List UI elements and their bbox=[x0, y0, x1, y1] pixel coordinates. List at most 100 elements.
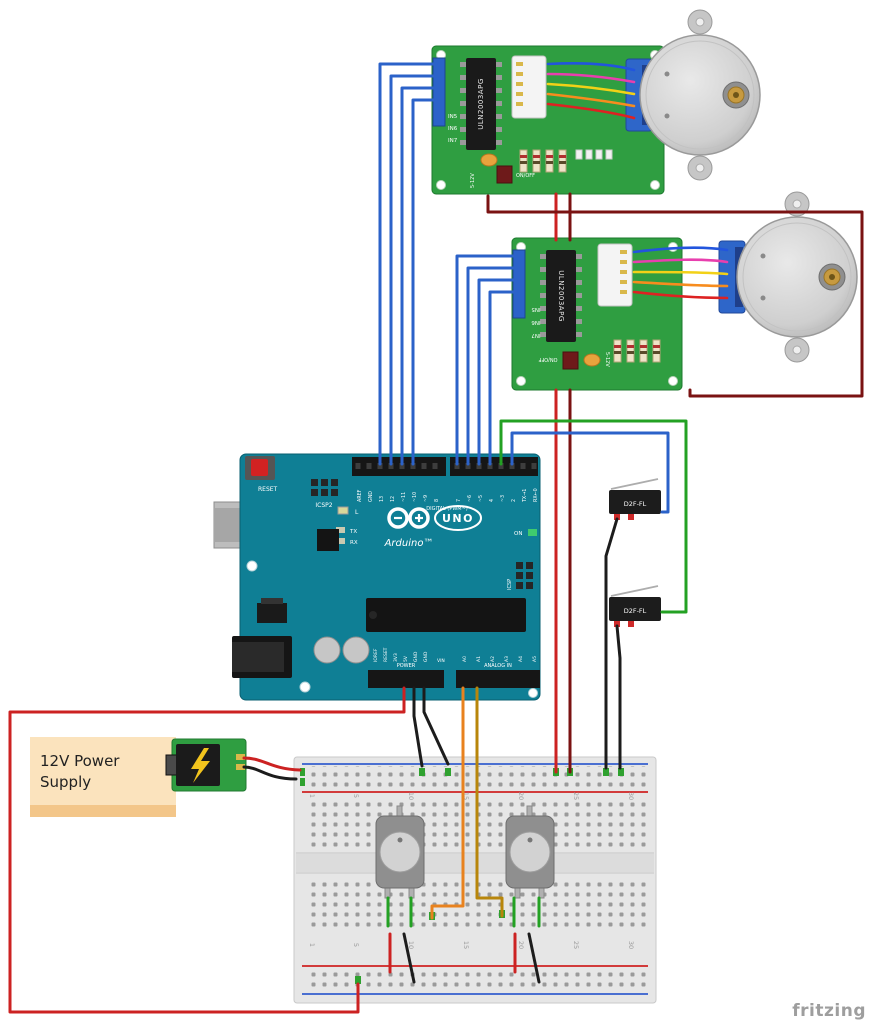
motor-wire-orange bbox=[546, 92, 636, 108]
connection-dot bbox=[355, 976, 361, 984]
pin bbox=[526, 562, 533, 569]
pin bbox=[388, 463, 394, 469]
icsp-header bbox=[516, 562, 533, 589]
motor-wire-orange bbox=[632, 280, 729, 288]
led-on bbox=[528, 529, 537, 536]
column-number: 10 bbox=[407, 792, 415, 800]
power-led bbox=[480, 153, 498, 167]
band bbox=[640, 345, 647, 348]
pin bbox=[331, 489, 338, 496]
pin-label: IN6 bbox=[448, 126, 458, 132]
pin-label: IN5 bbox=[448, 114, 458, 120]
input-pin-labels: IN5 IN6 IN7 bbox=[531, 306, 541, 338]
chip-body bbox=[546, 250, 576, 342]
chip-pin bbox=[540, 280, 546, 285]
pin bbox=[509, 463, 515, 469]
rivet bbox=[760, 295, 766, 301]
pin-label: 12 bbox=[390, 496, 396, 502]
lightning-bolt-icon bbox=[191, 748, 210, 783]
limit-switch-1: D2F-FL bbox=[609, 478, 661, 520]
band bbox=[614, 351, 621, 354]
chip-pin bbox=[496, 101, 502, 106]
pin-label: 7 bbox=[456, 499, 462, 502]
motor1-wire-bundle bbox=[546, 61, 636, 120]
column-number: 20 bbox=[517, 792, 525, 800]
pin bbox=[321, 489, 328, 496]
column-number: 30 bbox=[627, 941, 635, 949]
wire-in4 bbox=[411, 98, 438, 466]
led-tx-label: TX bbox=[349, 529, 357, 535]
column-number: 10 bbox=[407, 941, 415, 949]
wire-gnd bbox=[412, 686, 424, 768]
motor-wire-yellow bbox=[632, 270, 729, 276]
mounting-hole bbox=[516, 376, 526, 386]
chip-pin bbox=[496, 62, 502, 67]
wire-5v-loop bbox=[8, 686, 406, 1014]
black-ground-wires bbox=[242, 517, 622, 984]
motor-ring bbox=[645, 40, 755, 150]
chip-pin bbox=[460, 140, 466, 145]
motor-ring bbox=[742, 222, 852, 332]
pin-label: GND bbox=[413, 651, 419, 662]
tab-hole bbox=[792, 345, 802, 355]
column-number: 5 bbox=[352, 794, 360, 798]
pin bbox=[366, 463, 372, 469]
pin bbox=[520, 463, 526, 469]
pin-label: 5V bbox=[403, 655, 409, 662]
analog-pin-labels: A0 A1 A2 A3 A4 A5 bbox=[462, 656, 538, 662]
potentiometer-1 bbox=[375, 805, 425, 899]
power-header bbox=[368, 670, 444, 688]
wire-in2 bbox=[466, 266, 518, 466]
motor-connector bbox=[597, 243, 633, 307]
motor-wire-pink bbox=[546, 72, 636, 84]
contact bbox=[620, 280, 627, 284]
motor-connector bbox=[511, 55, 547, 119]
pin-label: TX→1 bbox=[522, 489, 528, 503]
pin-label: 8 bbox=[434, 499, 440, 502]
pin bbox=[476, 463, 482, 469]
pin bbox=[432, 463, 438, 469]
pin bbox=[454, 463, 460, 469]
pin-label: A1 bbox=[476, 656, 482, 662]
pin-label: IN6 bbox=[531, 319, 541, 325]
led bbox=[575, 149, 583, 160]
band bbox=[520, 155, 527, 158]
wire-switch1-signal bbox=[510, 431, 670, 514]
resistors bbox=[519, 149, 613, 173]
pin bbox=[355, 463, 361, 469]
icsp2-label: ICSP2 bbox=[315, 502, 332, 509]
switch-body bbox=[609, 597, 661, 621]
pin-label: A0 bbox=[462, 656, 468, 662]
column-number: 20 bbox=[517, 941, 525, 949]
pin-label: IN7 bbox=[448, 138, 458, 144]
band bbox=[520, 161, 527, 164]
wire-in1 bbox=[378, 62, 438, 466]
power-jack-face bbox=[232, 642, 284, 672]
pot-knob bbox=[509, 831, 551, 873]
pin-label: A4 bbox=[518, 656, 524, 662]
connection-dot bbox=[618, 768, 624, 776]
switch-label: D2F-FL bbox=[624, 500, 647, 508]
led bbox=[585, 149, 593, 160]
shaft-center bbox=[733, 92, 739, 98]
column-number: 5 bbox=[352, 943, 360, 947]
contact bbox=[516, 102, 523, 106]
pin bbox=[526, 572, 533, 579]
pin bbox=[498, 463, 504, 469]
chip-pin bbox=[576, 280, 582, 285]
band bbox=[533, 161, 540, 164]
pin-label: GND bbox=[368, 491, 374, 502]
header-holes bbox=[355, 463, 537, 469]
center-groove bbox=[296, 852, 654, 874]
digital-label: DIGITAL (PWM~) bbox=[426, 506, 468, 512]
mounting-hole bbox=[436, 180, 446, 190]
arduino-logo bbox=[387, 507, 430, 529]
jack-pad bbox=[236, 754, 245, 760]
stepper-driver-board-1: ULN2003APG IN5 IN6 IN7 5-12V ON/OFF bbox=[431, 45, 665, 195]
led-rx-label: RX bbox=[350, 540, 358, 546]
motor-wire-pink bbox=[632, 258, 729, 264]
reset-button bbox=[251, 459, 268, 476]
chip-pin bbox=[496, 114, 502, 119]
column-number: 15 bbox=[462, 941, 470, 949]
column-number: 30 bbox=[627, 792, 635, 800]
